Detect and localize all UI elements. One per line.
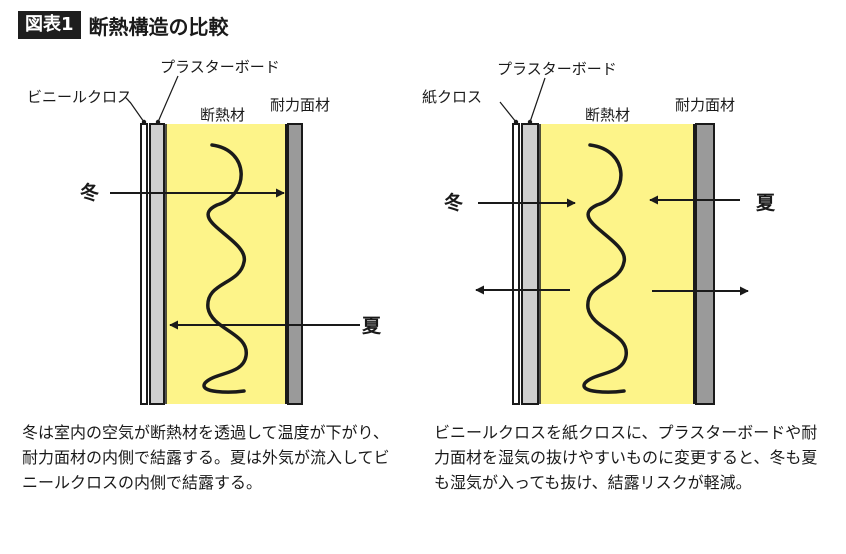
left-winter-label: 冬 bbox=[80, 181, 99, 204]
right-structural-panel-layer bbox=[695, 123, 715, 405]
right-caption: ビニールクロスを紙クロスに、プラスターボードや耐力面材を湿気の抜けやすいものに変… bbox=[434, 423, 818, 492]
right-wall-diagram: 紙クロス プラスターボード 断熱材 耐力面材 冬 夏 bbox=[422, 60, 776, 405]
right-winter-label: 冬 bbox=[444, 191, 463, 214]
right-insulation-layer bbox=[540, 124, 694, 404]
right-label-plasterboard: プラスターボード bbox=[497, 60, 617, 78]
left-label-insulation: 断熱材 bbox=[200, 106, 245, 124]
left-label-plasterboard: プラスターボード bbox=[160, 58, 280, 76]
right-label-cloth: 紙クロス bbox=[422, 88, 482, 106]
left-label-cloth: ビニールクロス bbox=[27, 88, 132, 106]
left-cloth-leader bbox=[129, 101, 145, 123]
wall-diagrams: ビニールクロス プラスターボード 断熱材 耐力面材 冬 夏 紙クロス プラスター… bbox=[27, 58, 776, 405]
left-structural-panel-layer bbox=[287, 123, 303, 405]
left-moisture-wave bbox=[202, 143, 248, 394]
right-cloth-leader bbox=[499, 101, 517, 123]
left-caption: 冬は室内の空気が断熱材を透過して温度が下がり、耐力面材の内側で結露する。夏は外気… bbox=[22, 423, 390, 492]
right-board-leader bbox=[529, 77, 546, 123]
left-label-panel: 耐力面材 bbox=[270, 96, 330, 114]
right-paper-cloth-layer bbox=[512, 123, 520, 405]
left-vinyl-cloth-layer bbox=[140, 123, 148, 405]
right-moisture-wave bbox=[582, 143, 628, 394]
right-label-insulation: 断熱材 bbox=[585, 106, 630, 124]
left-wall-diagram: ビニールクロス プラスターボード 断熱材 耐力面材 冬 夏 bbox=[27, 58, 382, 405]
right-summer-label: 夏 bbox=[756, 192, 776, 214]
right-label-panel: 耐力面材 bbox=[675, 96, 735, 114]
left-summer-label: 夏 bbox=[362, 315, 382, 337]
left-insulation-layer bbox=[166, 124, 286, 404]
right-plasterboard-layer bbox=[521, 123, 539, 405]
figure-title-bar: 図表1 断熱構造の比較 bbox=[18, 10, 229, 40]
figure-badge: 図表1 bbox=[18, 11, 81, 39]
left-plasterboard-layer bbox=[149, 123, 165, 405]
left-board-leader bbox=[157, 75, 179, 123]
figure-title: 断熱構造の比較 bbox=[88, 14, 229, 39]
